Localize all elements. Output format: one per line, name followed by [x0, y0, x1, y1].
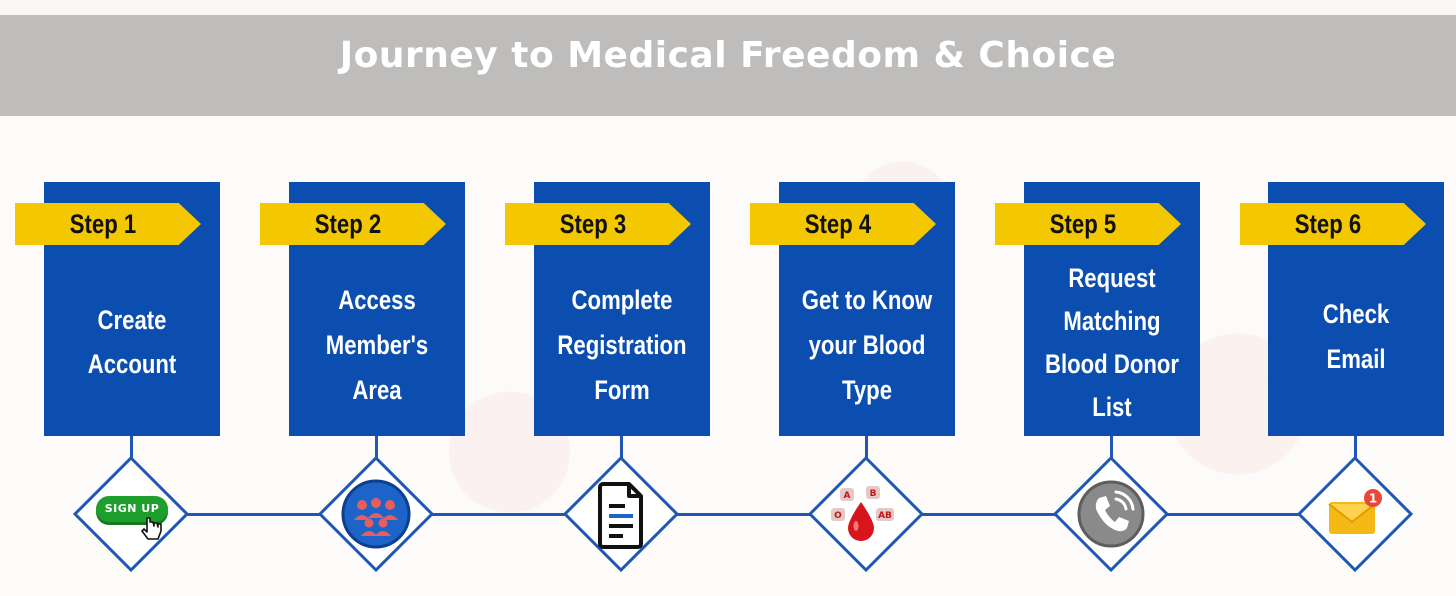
step-description-line: your Blood — [808, 330, 926, 360]
step-description-line: Check — [1322, 299, 1390, 329]
hand-cursor-icon — [141, 517, 162, 540]
step-label: Step 2 — [314, 209, 382, 239]
blood-type-ab: AB — [878, 511, 892, 521]
step-ribbon: Step 1 — [15, 203, 201, 245]
step-label: Step 1 — [69, 209, 137, 239]
blood-type-b: B — [870, 489, 877, 499]
blood-type-a: A — [844, 491, 851, 501]
phone-call-icon — [1077, 480, 1145, 548]
card-connector — [375, 436, 378, 458]
connector-line — [130, 513, 1356, 516]
header-banner: Journey to Medical Freedom & Choice — [0, 15, 1456, 116]
step-description-line: Form — [594, 375, 650, 405]
step-ribbon: Step 4 — [750, 203, 936, 245]
step-description-line: Email — [1326, 344, 1386, 374]
step-description-line: Complete — [571, 285, 673, 315]
step-description-line: Create — [97, 305, 167, 335]
step-description-line: Account — [87, 349, 177, 379]
step-6: Check Email Step 6 1 — [1240, 0, 1456, 596]
sign-up-button-icon: SIGN UP — [91, 474, 171, 554]
step-3: Complete Registration Form Step 3 — [505, 0, 735, 596]
step-ribbon: Step 2 — [260, 203, 446, 245]
step-ribbon: Step 6 — [1240, 203, 1426, 245]
step-description-line: List — [1092, 392, 1132, 422]
step-description-line: Type — [841, 375, 893, 405]
step-ribbon: Step 5 — [995, 203, 1181, 245]
step-description-line: Area — [352, 375, 402, 405]
step-description-line: Get to Know — [801, 285, 933, 315]
card-connector — [865, 436, 868, 458]
sign-up-pill: SIGN UP — [96, 496, 168, 522]
step-description-line: Blood Donor — [1044, 349, 1180, 379]
step-description-line: Request — [1068, 263, 1156, 293]
step-label: Step 3 — [559, 209, 627, 239]
step-description-line: Registration — [557, 330, 687, 360]
step-label: Step 6 — [1294, 209, 1362, 239]
step-description-line: Access — [338, 285, 416, 315]
step-ribbon: Step 3 — [505, 203, 691, 245]
page-title: Journey to Medical Freedom & Choice — [339, 35, 1117, 76]
members-group-icon — [341, 479, 411, 549]
blood-type-o: O — [834, 511, 842, 521]
step-label: Step 5 — [1049, 209, 1117, 239]
step-1: Create Account Step 1 SIGN UP — [15, 0, 245, 596]
card-connector — [1110, 436, 1113, 458]
blood-type-icon: A B O AB — [831, 486, 894, 541]
document-form-icon — [598, 482, 643, 549]
email-notification-icon: 1 — [1328, 489, 1382, 534]
step-label: Step 4 — [804, 209, 872, 239]
step-description-line: Member's — [325, 330, 429, 360]
step-description-line: Matching — [1063, 306, 1161, 336]
card-connector — [1354, 436, 1357, 458]
step-4: Get to Know your Blood Type Step 4 A B O… — [750, 0, 980, 596]
notification-badge: 1 — [1369, 492, 1377, 506]
step-5: Request Matching Blood Donor List Step 5 — [995, 0, 1225, 596]
card-connector — [130, 436, 133, 458]
step-2: Access Member's Area Step 2 — [260, 0, 490, 596]
card-connector — [620, 436, 623, 458]
background-texture — [0, 116, 1456, 596]
